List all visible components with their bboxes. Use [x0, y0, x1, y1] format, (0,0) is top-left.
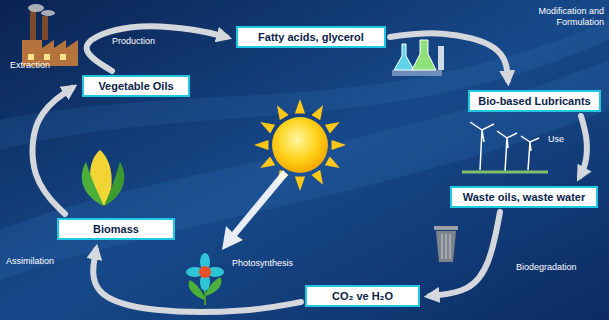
lab-icon — [392, 40, 444, 76]
box-label: Waste oils, waste water — [463, 190, 585, 204]
box-label: Biomass — [93, 222, 139, 236]
step-label: Assimilation — [6, 256, 68, 267]
sun-ray — [332, 140, 346, 150]
process-box: Bio-based Lubricants — [468, 90, 601, 112]
step-label: Production — [112, 36, 182, 47]
trash-can — [434, 226, 458, 262]
sun-ray — [295, 99, 305, 113]
box-label: CO₂ ve H₂O — [332, 289, 393, 303]
sun-ray — [325, 122, 340, 134]
box-label: Bio-based Lubricants — [478, 94, 590, 108]
cycle-arrow — [580, 116, 587, 176]
sun-ray — [260, 122, 275, 134]
process-box: Waste oils, waste water — [450, 186, 598, 208]
sun-ray — [254, 140, 268, 150]
wind-turbines — [462, 122, 548, 172]
step-label: Use — [548, 134, 578, 145]
box-label: Vegetable Oils — [98, 79, 173, 93]
sun — [272, 117, 328, 173]
sun-ray — [325, 156, 340, 168]
light-arrow — [222, 170, 288, 250]
sun-ray — [295, 177, 305, 191]
box-label: Fatty acids, glycerol — [258, 30, 364, 44]
step-label: Modification and Formulation — [532, 6, 604, 28]
sun-ray — [260, 156, 275, 168]
sun-ray — [311, 105, 323, 120]
cycle-arrow — [93, 250, 301, 312]
cycle-arrow — [430, 212, 500, 296]
step-label: Extraction — [10, 60, 70, 71]
step-label: Biodegradation — [516, 262, 596, 273]
factory-icon — [22, 4, 78, 66]
sun-ray — [311, 170, 323, 185]
corn-icon — [82, 150, 125, 206]
sun-rays — [254, 99, 346, 191]
cycle-arrow — [390, 33, 508, 80]
process-box: CO₂ ve H₂O — [305, 285, 420, 307]
cycle-arrow — [33, 88, 72, 214]
process-box: Vegetable Oils — [82, 75, 190, 97]
sun-ray — [277, 105, 289, 120]
process-box: Fatty acids, glycerol — [236, 26, 386, 48]
process-label: Photosynthesis — [232, 258, 293, 269]
process-box: Biomass — [57, 218, 175, 240]
plant-icon — [186, 253, 224, 305]
cycle-arrow — [87, 26, 226, 71]
